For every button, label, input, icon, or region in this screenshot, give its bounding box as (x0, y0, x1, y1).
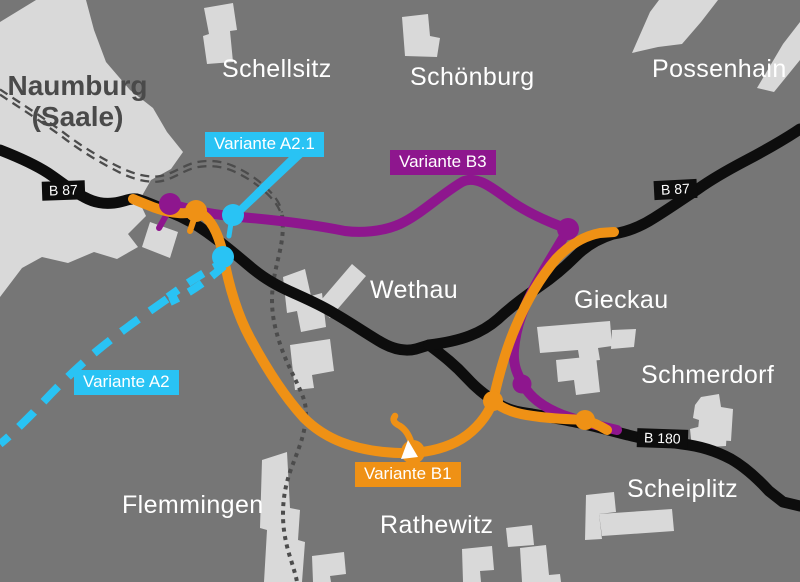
settlement-flemmingen-east-area (260, 452, 305, 582)
route-b1-north-branch (488, 227, 619, 406)
place-label-schoenburg: Schönburg (410, 63, 535, 91)
junction-dot-purple-south (512, 374, 532, 394)
junction-dot-cyan-a2 (212, 246, 234, 268)
a2-1-leader-line (236, 151, 309, 214)
settlement-rathewitz-building-2 (520, 545, 561, 582)
settlement-rathewitz-building-1 (506, 525, 534, 547)
route-a2-main-dashed (0, 295, 170, 448)
place-label-naumburg: Naumburg (Saale) (5, 70, 150, 132)
junction-dot-orange-south-west (483, 391, 503, 411)
b1-interchange-marker (390, 412, 425, 464)
settlement-schellsitz-building (203, 3, 237, 64)
place-label-schellsitz: Schellsitz (222, 55, 332, 83)
junction-dot-purple-gieckau (557, 218, 579, 240)
settlement-rathewitz-building-4 (312, 552, 346, 582)
settlement-top-right-wedge (757, 22, 800, 92)
railway-single-track-south (269, 214, 308, 582)
junction-dot-orange-south-east (575, 410, 595, 430)
variant-label-b3: Variante B3 (390, 150, 496, 175)
place-label-wethau: Wethau (370, 276, 459, 304)
settlement-naumburg-area (0, 0, 183, 297)
settlement-gieckau-building-3 (556, 356, 600, 395)
variant-label-b1: Variante B1 (355, 462, 461, 487)
route-variante-a2 (0, 256, 232, 448)
railway-line (0, 88, 308, 582)
place-label-possenhain: Possenhain (652, 55, 787, 83)
road-shield-b87-west: B 87 (41, 180, 86, 201)
railway-double-track-upper (0, 88, 284, 213)
place-label-schmerdorf: Schmerdorf (641, 361, 775, 389)
place-label-gieckau: Gieckau (574, 286, 669, 314)
junction-dot-orange-west (185, 200, 207, 222)
junction-dot-purple-west (159, 193, 181, 215)
b1-marker-white-triangle (401, 440, 418, 459)
junction-dots (159, 193, 595, 430)
place-label-rathewitz: Rathewitz (380, 511, 494, 539)
settlement-gieckau-building-1 (537, 321, 612, 362)
place-label-naumburg-line2: (Saale) (31, 101, 124, 132)
road-shield-b87-east: B 87 (653, 178, 698, 201)
settlement-rathewitz-building-3 (462, 546, 494, 582)
variant-label-a2: Variante A2 (74, 370, 179, 395)
settlement-gieckau-building-2 (611, 329, 636, 349)
place-label-flemmingen: Flemmingen (122, 491, 264, 519)
variant-label-a2-1: Variante A2.1 (205, 132, 324, 157)
railway-double-track-lower (0, 93, 284, 218)
route-a2-branch-lower (168, 262, 227, 306)
place-label-naumburg-line1: Naumburg (7, 70, 148, 101)
junction-dot-cyan-a21 (222, 204, 244, 226)
settlement-possenhain-area (632, 0, 718, 53)
settlement-wethau-building-3 (290, 339, 334, 390)
b1-marker-hook (390, 412, 416, 450)
road-shield-b180: B 180 (636, 428, 688, 449)
settlement-schoenburg-building (402, 14, 440, 57)
route-b1-east-branch (488, 396, 612, 435)
settlement-scheiplitz-building-1 (585, 492, 616, 540)
place-label-scheiplitz: Scheiplitz (627, 475, 738, 503)
road-b87-west-to-b180 (0, 144, 800, 512)
settlement-scheiplitz-building-2 (599, 509, 674, 536)
settlement-naumburg-east-block (142, 222, 178, 258)
